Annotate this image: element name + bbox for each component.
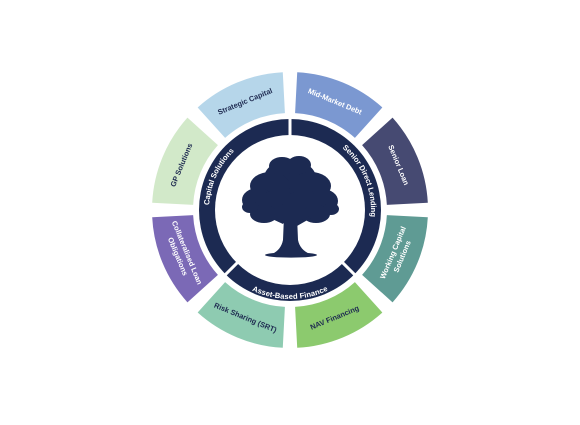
segment-collateralised-loan-obligations (152, 215, 218, 303)
segment-working-capital-solutions (362, 215, 428, 303)
segment-mid-market-debt (295, 72, 383, 138)
outer-ring (152, 72, 428, 348)
inner-ring-divider (221, 259, 241, 279)
segment-risk-sharing-srt (197, 282, 285, 348)
inner-ring-divider (339, 259, 359, 279)
inner-ring-dividers (221, 115, 359, 279)
oak-tree-icon (242, 156, 339, 258)
segment-nav-financing (295, 282, 383, 348)
segment-senior-loan (362, 117, 428, 205)
segment-strategic-capital (197, 72, 285, 138)
segment-gp-solutions (152, 117, 218, 205)
